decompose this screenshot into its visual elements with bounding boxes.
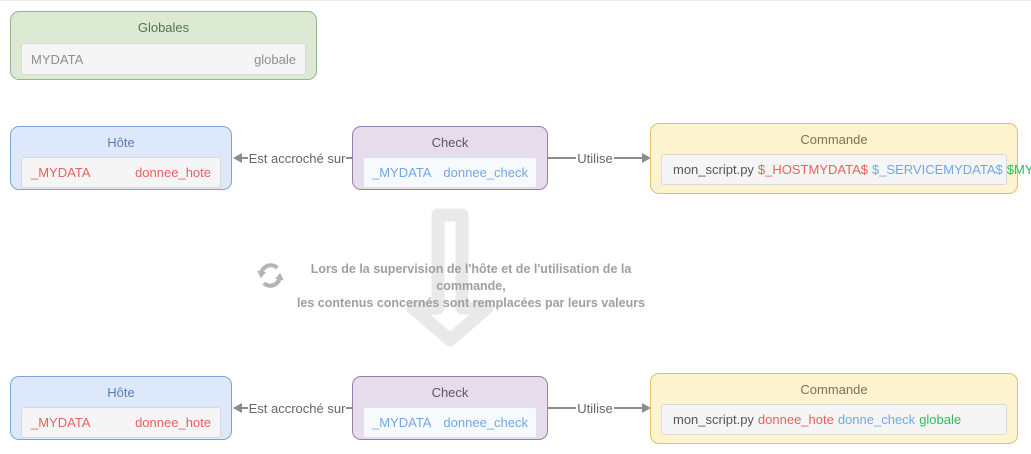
check-node-after: Check _MYDATA donnee_check xyxy=(352,376,548,440)
edge-check-to-commande-after: Utilise xyxy=(548,398,651,418)
arrowhead-left-icon xyxy=(233,153,242,163)
edge-line xyxy=(548,407,577,409)
command-token-service-value: donne_check xyxy=(837,412,916,427)
commande-title: Commande xyxy=(800,132,868,147)
edge-check-to-hote-after: Est accroché sur xyxy=(233,398,353,418)
command-token: mon_script.py xyxy=(673,412,754,427)
arrowhead-left-icon xyxy=(233,403,242,413)
check-field: _MYDATA donnee_check xyxy=(363,407,537,438)
commande-field: mon_script.py $_HOSTMYDATA$ $_SERVICEMYD… xyxy=(661,154,1031,185)
edge-line xyxy=(242,157,248,159)
check-field-name: _MYDATA xyxy=(372,165,432,180)
command-token-host-value: donnee_hote xyxy=(757,412,834,427)
command-token: mon_script.py xyxy=(673,162,754,177)
refresh-icon xyxy=(257,263,284,288)
commande-node-before: Commande mon_script.py $_HOSTMYDATA$ $_S… xyxy=(650,123,1031,194)
command-token-service-macro: $_SERVICEMYDATA$ xyxy=(871,162,1003,177)
edge-label-attached: Est accroché sur xyxy=(248,150,346,166)
check-field-value: donnee_check xyxy=(443,415,528,430)
command-token-global-macro: $MYDATA$ xyxy=(1006,162,1031,177)
edge-label-attached: Est accroché sur xyxy=(248,400,346,416)
globales-title: Globales xyxy=(137,20,190,35)
check-node-before: Check _MYDATA donnee_check xyxy=(352,126,548,190)
hote-field: _MYDATA donnee_hote xyxy=(21,157,221,188)
command-token-host-macro: $_HOSTMYDATA$ xyxy=(757,162,868,177)
arrowhead-right-icon xyxy=(642,153,651,163)
hote-field-name: _MYDATA xyxy=(31,165,91,180)
commande-node-after: Commande mon_script.py donnee_hote donne… xyxy=(650,373,1018,444)
hote-node-before: Hôte _MYDATA donnee_hote xyxy=(10,126,232,190)
check-field-value: donnee_check xyxy=(443,165,528,180)
hote-field-value: donnee_hote xyxy=(135,165,211,180)
edge-label-uses: Utilise xyxy=(577,400,613,416)
check-title: Check xyxy=(431,135,469,150)
edge-line xyxy=(613,407,642,409)
edge-line xyxy=(548,157,577,159)
transition-caption-line2: les contenus concernés sont remplacées p… xyxy=(296,296,646,310)
check-title: Check xyxy=(431,385,469,400)
edge-check-to-commande-before: Utilise xyxy=(548,148,651,168)
transition-caption-line1: Lors de la supervision de l'hôte et de l… xyxy=(310,262,632,293)
edge-check-to-hote-before: Est accroché sur xyxy=(233,148,353,168)
check-field-name: _MYDATA xyxy=(372,415,432,430)
edge-line xyxy=(346,407,353,409)
arrowhead-right-icon xyxy=(642,403,651,413)
edge-label-uses: Utilise xyxy=(577,150,613,166)
hote-field-name: _MYDATA xyxy=(31,415,91,430)
hote-node-after: Hôte _MYDATA donnee_hote xyxy=(10,376,232,440)
big-down-arrow-icon xyxy=(406,208,494,347)
transition-caption: Lors de la supervision de l'hôte et de l… xyxy=(285,261,657,312)
hote-title: Hôte xyxy=(107,385,135,400)
globales-node: Globales MYDATA globale xyxy=(10,11,317,80)
hote-field: _MYDATA donnee_hote xyxy=(21,407,221,438)
command-token-global-value: globale xyxy=(919,412,962,427)
hote-title: Hôte xyxy=(107,135,135,150)
check-field: _MYDATA donnee_check xyxy=(363,157,537,188)
globales-field-name: MYDATA xyxy=(31,51,84,67)
commande-field: mon_script.py donnee_hote donne_check gl… xyxy=(661,404,1007,435)
globales-field: MYDATA globale xyxy=(21,43,306,75)
globales-field-value: globale xyxy=(254,51,296,67)
commande-title: Commande xyxy=(800,382,868,397)
edge-line xyxy=(242,407,248,409)
hote-field-value: donnee_hote xyxy=(135,415,211,430)
edge-line xyxy=(346,157,353,159)
edge-line xyxy=(613,157,642,159)
